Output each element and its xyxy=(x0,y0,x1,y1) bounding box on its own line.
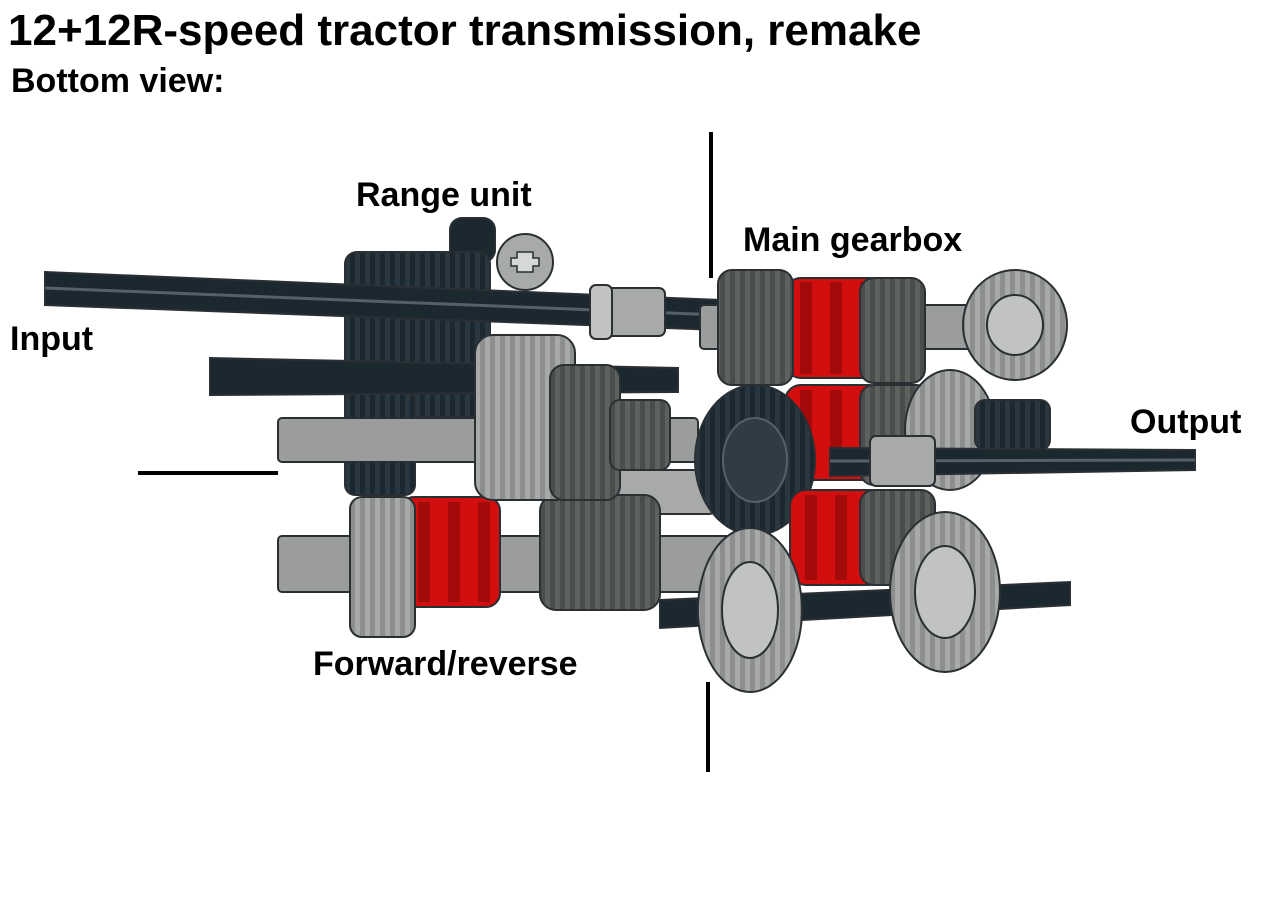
fr-gear-right xyxy=(539,494,661,611)
bottom-axle-assembly xyxy=(659,511,1071,693)
label-output: Output xyxy=(1130,403,1242,441)
label-main-gearbox: Main gearbox xyxy=(743,221,963,259)
fr-gear-left xyxy=(349,496,416,638)
label-forward-reverse: Forward/reverse xyxy=(313,645,578,683)
main-gear-dark-1 xyxy=(717,269,794,386)
intermediate-gears xyxy=(474,334,671,501)
output-bushing xyxy=(869,435,936,487)
main-gear-dark-2 xyxy=(859,277,926,384)
gear-small-dark xyxy=(609,399,671,471)
page-title: 12+12R-speed tractor transmission, remak… xyxy=(8,6,922,55)
forward-reverse-assembly xyxy=(277,494,749,638)
divider-lines xyxy=(138,132,713,772)
output-axle xyxy=(829,435,1196,487)
main-gear-dark-small xyxy=(974,399,1051,451)
label-range-unit: Range unit xyxy=(356,176,532,214)
page-subtitle: Bottom view: xyxy=(11,62,225,100)
input-axle xyxy=(44,270,721,340)
label-input: Input xyxy=(10,320,94,358)
